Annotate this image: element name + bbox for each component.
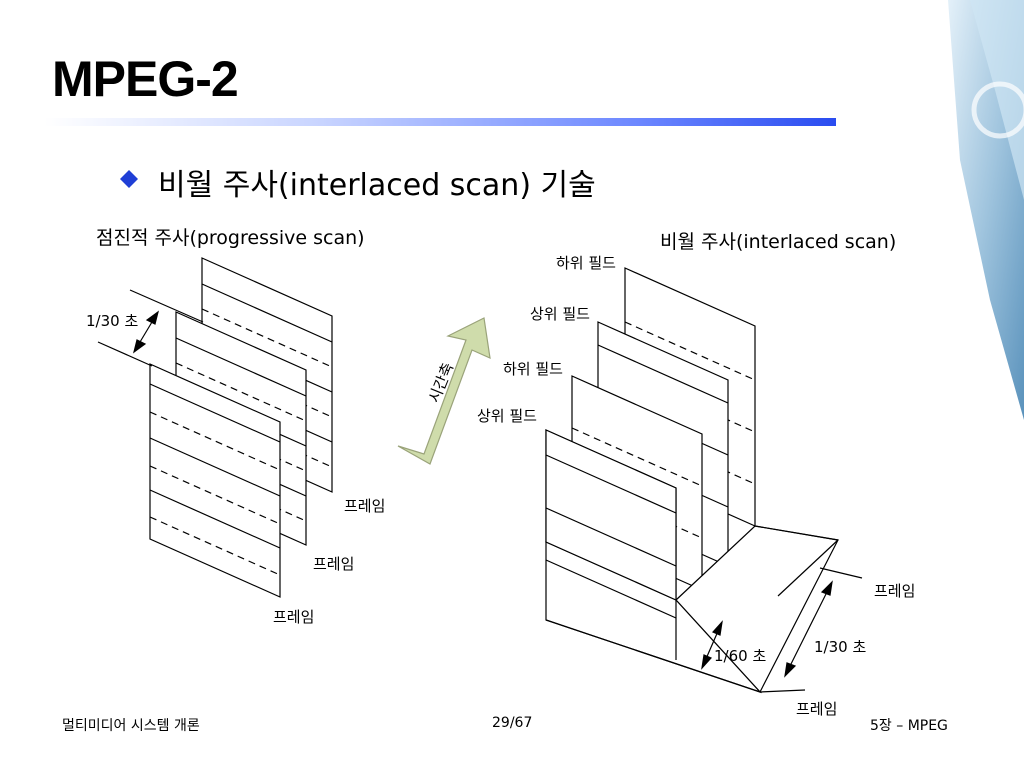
field-label-lower-back: 하위 필드	[556, 254, 616, 272]
interval-arrow-field	[701, 620, 723, 670]
field-label-upper-front: 상위 필드	[477, 407, 537, 425]
right-frame-label-2: 프레임	[796, 700, 838, 718]
footer-page-number: 29/67	[492, 715, 533, 731]
interlaced-caption: 비월 주사(interlaced scan)	[660, 231, 897, 253]
footer-course: 멀티미디어 시스템 개론	[62, 718, 200, 734]
page-title: MPEG-2	[52, 51, 239, 107]
title-underline	[44, 118, 836, 126]
time-axis-arrow	[397, 317, 491, 465]
bullet-text: 비월 주사(interlaced scan) 기술	[158, 168, 596, 203]
left-frame-label-3: 프레임	[273, 608, 315, 626]
left-frame-label-2: 프레임	[313, 555, 355, 573]
frame-interval-label: 1/30 초	[814, 638, 867, 656]
footer-chapter: 5장 – MPEG	[870, 718, 948, 734]
interval-arrow-left	[133, 310, 159, 354]
progressive-frame-front	[149, 363, 281, 598]
field-label-lower-front: 하위 필드	[503, 360, 563, 378]
right-frame-label-1: 프레임	[874, 582, 916, 600]
diamond-bullet-icon	[120, 170, 138, 188]
field-interval-label: 1/60 초	[714, 647, 767, 665]
left-interval-label: 1/30 초	[86, 312, 139, 330]
progressive-caption: 점진적 주사(progressive scan)	[96, 227, 365, 249]
left-frame-label-1: 프레임	[344, 497, 386, 515]
field-label-upper-back: 상위 필드	[530, 305, 590, 323]
interval-arrow-frame	[784, 580, 833, 678]
